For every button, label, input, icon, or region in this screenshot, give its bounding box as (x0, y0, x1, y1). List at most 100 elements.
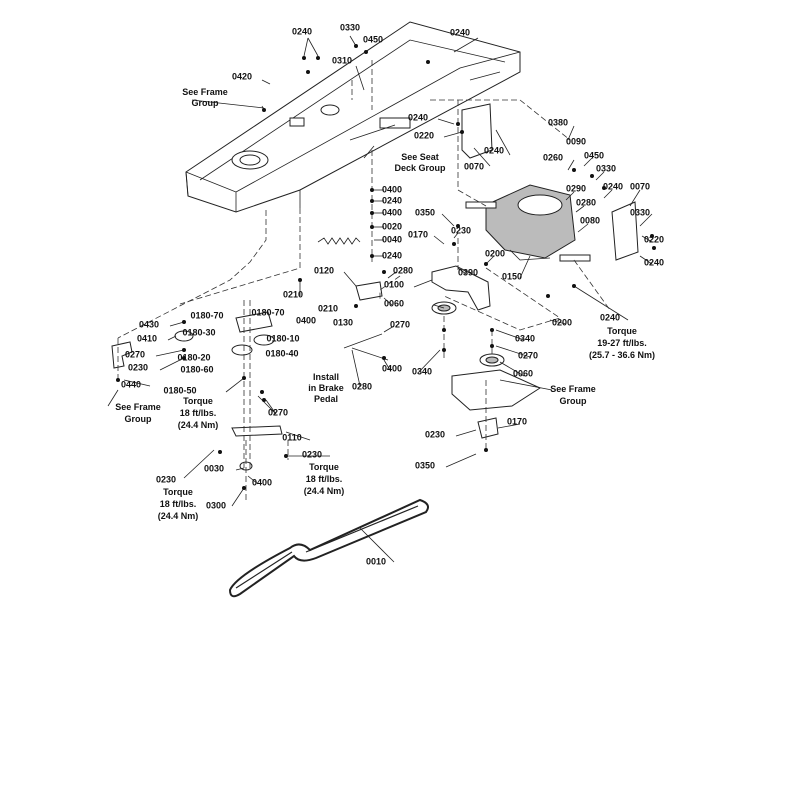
part-number-label: 0170 (507, 416, 527, 426)
idler-pulley-left (174, 330, 275, 471)
part-number-label: 0280 (352, 381, 372, 391)
part-number-label: 0230 (451, 225, 471, 235)
part-number-label: 0240 (382, 250, 402, 260)
note-torque-left: Torque 18 ft/lbs. (24.4 Nm) (158, 487, 199, 521)
note-torque-low: Torque 18 ft/lbs. (24.4 Nm) (304, 462, 345, 496)
part-number-label: 0440 (121, 379, 141, 389)
note-line: Group (125, 414, 152, 424)
part-number-label: 0070 (630, 181, 650, 191)
part-number-label: 0400 (382, 207, 402, 217)
part-number-label: 0420 (232, 71, 252, 81)
part-number-label: 0090 (566, 136, 586, 146)
part-number-label: 0180-40 (265, 348, 298, 358)
part-number-label: 0350 (415, 460, 435, 470)
part-number-label: 0310 (332, 55, 352, 65)
part-number-label: 0260 (543, 152, 563, 162)
part-number-label: 0330 (596, 163, 616, 173)
part-number-label: 0330 (340, 22, 360, 32)
part-number-label: 0270 (268, 407, 288, 417)
note-line: 18 ft/lbs. (306, 474, 343, 484)
frame-assembly (185, 21, 521, 213)
part-number-label: 0340 (515, 333, 535, 343)
note-see-frame-top: See Frame Group (182, 87, 228, 108)
note-line: (24.4 Nm) (158, 511, 199, 521)
part-number-label: 0240 (644, 257, 664, 267)
idler-bracket-0180 (235, 311, 273, 333)
part-number-label: 0110 (282, 432, 302, 442)
part-number-label: 0180-70 (190, 310, 223, 320)
note-line: Torque (607, 326, 637, 336)
part-number-label: 0380 (548, 117, 568, 127)
note-line: See Seat (401, 152, 439, 162)
note-line: Torque (309, 462, 339, 472)
part-number-label: 0030 (204, 463, 224, 473)
note-see-seat-deck: See Seat Deck Group (394, 152, 446, 173)
part-number-label: 0230 (128, 362, 148, 372)
brake-rod-0130 (343, 333, 389, 361)
note-torque-right: Torque 19-27 ft/lbs. (25.7 - 36.6 Nm) (589, 326, 655, 360)
part-number-label: 0240 (603, 181, 623, 191)
arm-0120 (355, 281, 383, 301)
leader-lines (107, 35, 653, 563)
part-number-label: 0240 (382, 195, 402, 205)
note-see-frame-right: See Frame Group (550, 384, 596, 406)
note-line: Group (192, 98, 219, 108)
part-number-label: 0180-50 (163, 385, 196, 395)
note-line: 18 ft/lbs. (160, 499, 197, 509)
part-number-label: 0210 (283, 289, 303, 299)
note-line: in Brake (308, 383, 344, 393)
part-number-label: 0450 (363, 34, 383, 44)
part-number-label: 0340 (412, 366, 432, 376)
part-number-label: 0300 (206, 500, 226, 510)
bracket-0070-right (611, 201, 639, 261)
hardware-dots (116, 44, 656, 490)
part-number-label: 0020 (382, 221, 402, 231)
part-number-label: 0240 (600, 312, 620, 322)
part-number-label: 0220 (644, 234, 664, 244)
part-number-label: 0290 (566, 183, 586, 193)
part-number-label: 0430 (139, 319, 159, 329)
note-line: Group (560, 396, 587, 406)
bracket-0070-upper (461, 103, 493, 159)
part-number-label: 0100 (384, 279, 404, 289)
spring-0040 (317, 237, 361, 245)
idler-arm-0110 (231, 425, 283, 437)
axle-support-0100 (431, 265, 491, 311)
part-number-label: 0270 (390, 319, 410, 329)
frame-piece-right (451, 369, 542, 411)
pulley-0060-lower (479, 353, 505, 367)
part-number-label: 0450 (584, 150, 604, 160)
part-number-label: 0270 (518, 350, 538, 360)
part-number-label: 0230 (156, 474, 176, 484)
bracket-0440 (111, 341, 133, 369)
note-install-brake: Install in Brake Pedal (308, 372, 344, 404)
part-number-label: 0210 (318, 303, 338, 313)
part-number-label: 0150 (502, 271, 522, 281)
note-line: (24.4 Nm) (304, 486, 345, 496)
part-number-label: 0200 (552, 317, 572, 327)
part-number-label: 0400 (252, 477, 272, 487)
note-line: (25.7 - 36.6 Nm) (589, 350, 655, 360)
note-line: Torque (183, 396, 213, 406)
part-number-label: 0200 (485, 248, 505, 258)
part-number-label: 0280 (393, 265, 413, 275)
transaxle-assembly (465, 184, 591, 262)
part-number-label: 0390 (458, 267, 478, 277)
drive-belt-0010 (228, 498, 429, 598)
part-number-label: 0070 (464, 161, 484, 171)
part-number-label: 0080 (580, 215, 600, 225)
part-number-label: 0400 (382, 363, 402, 373)
part-number-label: 0240 (408, 112, 428, 122)
part-number-label: 0400 (382, 184, 402, 194)
note-line: See Frame (115, 402, 161, 412)
part-number-label: 0130 (333, 317, 353, 327)
note-torque-mid: Torque 18 ft/lbs. (24.4 Nm) (178, 396, 219, 430)
part-number-label: 0410 (137, 333, 157, 343)
note-line: See Frame (550, 384, 596, 394)
note-line: See Frame (182, 87, 228, 97)
note-see-frame-left: See Frame Group (115, 402, 161, 424)
part-number-label: 0060 (513, 368, 533, 378)
part-number-label: 0010 (366, 556, 386, 566)
